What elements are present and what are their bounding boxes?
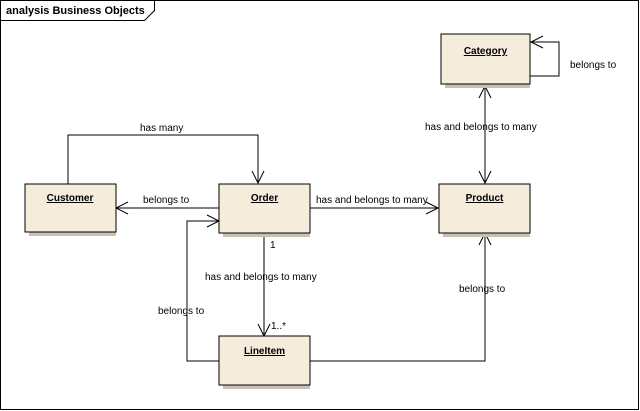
- edge-category-self[interactable]: [529, 35, 560, 77]
- class-order[interactable]: Order: [218, 183, 311, 237]
- label-category-product: has and belongs to many: [425, 122, 537, 133]
- class-category-name: Category: [464, 46, 508, 57]
- frame-title: analysis Business Objects: [6, 5, 145, 17]
- label-lineitem-order: belongs to: [158, 306, 205, 317]
- class-customer[interactable]: Customer: [24, 183, 117, 236]
- frame-title-tab: [0, 0, 155, 21]
- arrowhead: [425, 201, 440, 215]
- multiplicity-lineitem: 1..*: [271, 321, 286, 332]
- label-lineitem-product: belongs to: [459, 284, 506, 295]
- arrowhead: [529, 35, 544, 49]
- arrowhead: [251, 170, 265, 185]
- edge-order-product[interactable]: [310, 201, 440, 215]
- class-order-name: Order: [251, 193, 278, 204]
- label-category-self: belongs to: [570, 60, 617, 71]
- class-product-name: Product: [466, 193, 504, 204]
- class-lineitem[interactable]: LineItem: [218, 335, 311, 389]
- arrowhead: [478, 170, 492, 185]
- class-customer-name: Customer: [47, 193, 94, 204]
- class-lineitem-name: LineItem: [244, 346, 285, 357]
- label-order-lineitem: has and belongs to many: [205, 272, 317, 283]
- class-category[interactable]: Category: [440, 33, 531, 88]
- label-customer-order: has many: [140, 123, 183, 134]
- multiplicity-order: 1: [270, 240, 276, 251]
- edge-customer-order[interactable]: [67, 134, 265, 185]
- label-order-customer: belongs to: [143, 195, 190, 206]
- label-order-product: has and belongs to many: [316, 195, 428, 206]
- class-product[interactable]: Product: [438, 183, 531, 237]
